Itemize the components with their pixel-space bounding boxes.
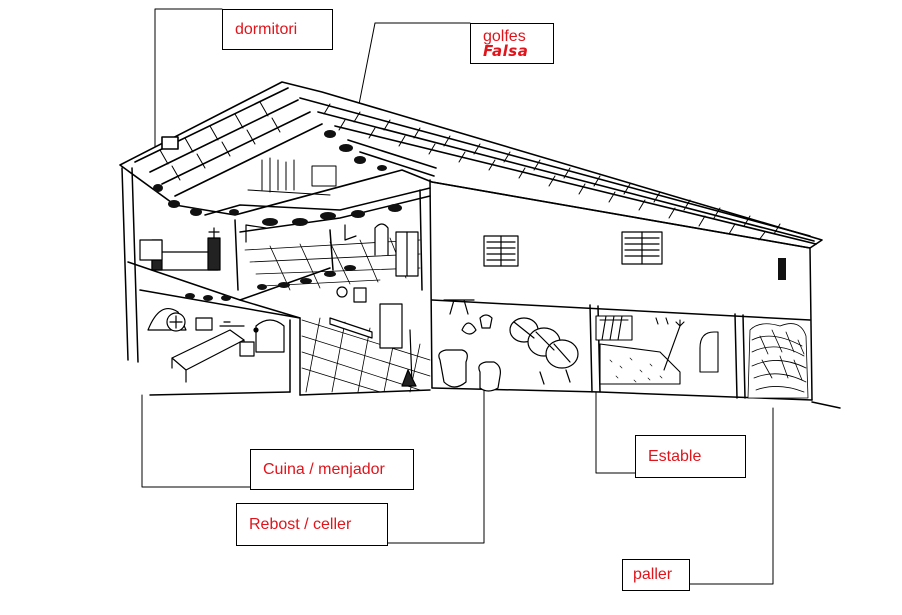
roof	[119, 81, 823, 249]
leader-estable	[595, 391, 636, 474]
barrels	[509, 317, 579, 385]
label-rebost-text: Rebost / celler	[249, 515, 352, 533]
label-paller-text: paller	[633, 566, 673, 583]
window-3	[778, 258, 786, 280]
label-golfes-text: golfes	[483, 28, 526, 45]
door-lower	[379, 303, 403, 349]
leader-cuina	[141, 394, 251, 488]
attic-items	[247, 157, 402, 226]
kitchen	[147, 308, 285, 383]
leader-lines	[141, 8, 774, 585]
label-golfes-sub-text: Falsa	[483, 42, 529, 60]
facade-windows	[483, 231, 786, 280]
stable	[595, 315, 719, 385]
label-estable-text: Estable	[648, 447, 702, 465]
bench	[329, 317, 373, 339]
jar-2	[478, 361, 501, 392]
leader-paller	[689, 407, 774, 585]
label-dormitori: dormitori	[222, 9, 333, 50]
house-structure	[121, 167, 841, 409]
label-cuina-menjador: Cuina / menjador	[250, 449, 414, 490]
broom	[401, 369, 417, 387]
label-golfes: golfes Falsa	[470, 23, 554, 64]
dining-room-items	[329, 286, 417, 387]
upper-right-room	[344, 223, 419, 277]
hay-store	[747, 323, 809, 399]
bedroom	[139, 224, 267, 271]
label-dormitori-text: dormitori	[235, 20, 298, 38]
nightstand	[139, 239, 163, 261]
floor-beams	[185, 265, 356, 301]
upper-floor-tiles	[244, 237, 421, 291]
label-paller: paller	[622, 559, 690, 591]
chimney	[161, 136, 179, 150]
roof-cut-edge	[153, 130, 387, 216]
leader-rebost	[387, 384, 485, 544]
cellar	[438, 299, 579, 392]
label-rebost-celler: Rebost / celler	[236, 503, 388, 546]
jar-1	[438, 349, 468, 388]
label-cuina-text: Cuina / menjador	[263, 460, 385, 478]
dining-table	[171, 329, 245, 371]
dining-floor	[301, 317, 431, 393]
label-estable: Estable	[635, 435, 746, 478]
leader-dormitori	[154, 8, 223, 149]
